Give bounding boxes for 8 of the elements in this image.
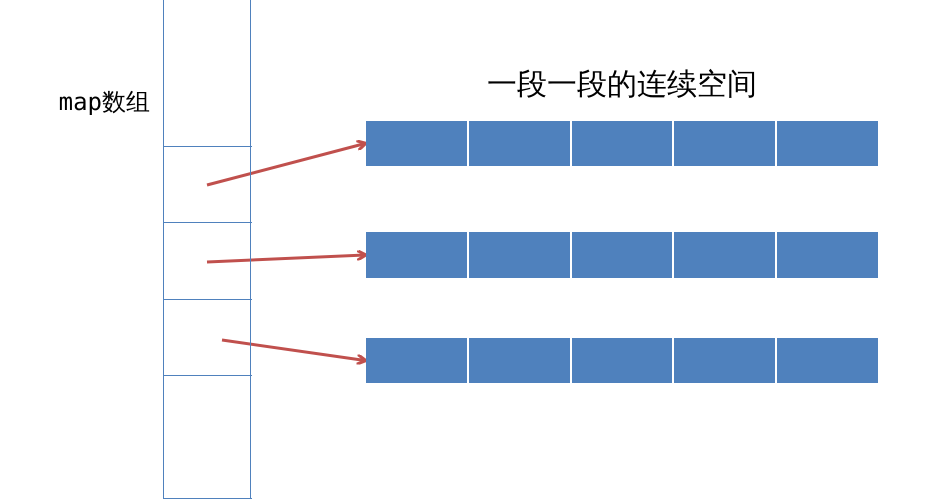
heading-text: 一段一段的连续空间: [487, 66, 757, 104]
array-label: map数组: [58, 87, 150, 118]
arrow: [206, 248, 368, 264]
memory-block-bar: [366, 232, 878, 278]
memory-block-bar: [366, 338, 878, 383]
arrow: [206, 139, 368, 186]
arrow: [222, 338, 368, 366]
memory-block-bar: [366, 121, 878, 166]
